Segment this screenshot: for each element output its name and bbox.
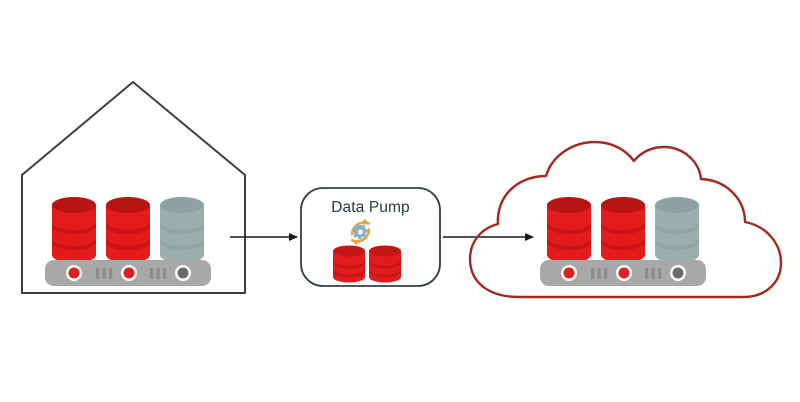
gear-shape	[351, 224, 368, 240]
data-pump-label: Data Pump	[331, 199, 409, 216]
gear-refresh-icon	[350, 218, 371, 246]
cloud-region	[468, 140, 783, 299]
data-pump-cylinder-2	[369, 245, 401, 283]
cloud-outline	[468, 140, 783, 299]
data-pump-cylinders	[333, 245, 401, 283]
data-pump-box[interactable]: Data Pump	[300, 187, 441, 287]
data-pump-cylinder-1	[333, 245, 365, 283]
on-premises-house	[21, 80, 246, 294]
on-premises-db-rack	[45, 197, 211, 286]
house-outline	[21, 80, 246, 294]
refresh-arrow-bottom	[350, 228, 371, 246]
cloud-db-rack	[540, 197, 706, 286]
